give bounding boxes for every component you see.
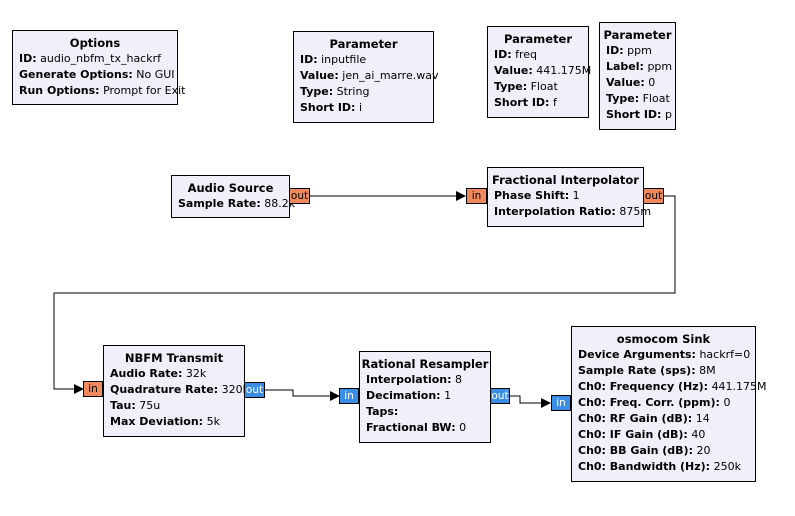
block-param-row: Interpolation Ratio: 875m (494, 205, 652, 218)
block-param-row: Taps: (366, 405, 399, 418)
block-param-row: Fractional BW: 0 (366, 421, 467, 434)
block-title: Parameter (329, 37, 398, 51)
fractional-interpolator-block[interactable]: Fractional Interpolator Phase Shift: 1 I… (487, 167, 652, 227)
wire-resampler-to-osmocom (510, 395, 551, 408)
wire-nbfm-to-resampler (265, 389, 340, 401)
osmocom-sink-block[interactable]: osmocom Sink Device Arguments: hackrf=0 … (571, 326, 767, 482)
nbfm-transmit-block[interactable]: NBFM Transmit Audio Rate: 32k Quadrature… (103, 345, 250, 437)
block-param-row: Audio Rate: 32k (110, 367, 207, 380)
block-param-row: Decimation: 1 (366, 389, 452, 402)
block-param-row: Type: Float (494, 80, 558, 93)
fractional-interpolator-out-port[interactable]: out (643, 188, 664, 204)
audio-source-out-port[interactable]: out (289, 188, 310, 204)
parameter-inputfile-block[interactable]: Parameter ID: inputfile Value: jen_ai_ma… (293, 31, 439, 123)
block-param-row: Type: String (300, 85, 370, 98)
block-title: Fractional Interpolator (492, 173, 639, 187)
block-param-row: Sample Rate: 88.2k (178, 197, 296, 210)
block-param-row: Value: 441.175M (494, 64, 592, 77)
block-param-row: Short ID: p (606, 108, 672, 121)
block-param-row: Device Arguments: hackrf=0 (578, 348, 751, 361)
block-title: Parameter (503, 32, 573, 46)
block-title: Parameter (603, 28, 672, 42)
block-title: NBFM Transmit (124, 351, 224, 365)
parameter-ppm-block[interactable]: Parameter ID: ppm Label: ppm Value: 0 Ty… (599, 22, 676, 130)
block-param-row: Quadrature Rate: 320k (110, 383, 250, 396)
block-param-row: Label: ppm (606, 60, 673, 73)
parameter-freq-block[interactable]: Parameter ID: freq Value: 441.175M Type:… (487, 26, 592, 118)
rational-resampler-in-port[interactable]: in (339, 388, 359, 404)
block-title: Options (69, 36, 121, 50)
block-title: Rational Resampler (361, 357, 489, 371)
block-param-row: ID: audio_nbfm_tx_hackrf (19, 52, 161, 65)
block-param-row: ID: inputfile (300, 53, 367, 66)
block-param-row: ID: freq (494, 48, 538, 61)
block-param-row: Ch0: IF Gain (dB): 40 (578, 428, 706, 441)
block-param-row: Max Deviation: 5k (110, 415, 220, 428)
block-param-row: Ch0: Bandwidth (Hz): 250k (578, 460, 741, 473)
block-param-row: Short ID: f (494, 96, 557, 109)
nbfm-transmit-out-port[interactable]: out (244, 382, 265, 398)
block-param-row: Sample Rate (sps): 8M (578, 364, 716, 377)
block-title: Audio Source (187, 181, 274, 195)
rational-resampler-out-port[interactable]: out (490, 388, 510, 404)
audio-source-block[interactable]: Audio Source Sample Rate: 88.2k (171, 175, 296, 218)
block-param-row: Phase Shift: 1 (494, 189, 580, 202)
nbfm-transmit-in-port[interactable]: in (83, 381, 103, 397)
block-param-row: Run Options: Prompt for Exit (19, 84, 186, 97)
block-title: osmocom Sink (616, 332, 711, 346)
block-param-row: Generate Options: No GUI (19, 68, 175, 81)
block-param-row: Ch0: BB Gain (dB): 20 (578, 444, 711, 457)
osmocom-sink-in-port[interactable]: in (551, 395, 571, 411)
block-param-row: Short ID: i (300, 101, 363, 114)
block-param-row: ID: ppm (606, 44, 652, 57)
block-param-row: Ch0: Frequency (Hz): 441.175M (578, 380, 767, 393)
block-param-row: Value: 0 (606, 76, 656, 89)
block-param-row: Value: jen_ai_marre.wav (300, 69, 439, 82)
block-param-row: Ch0: RF Gain (dB): 14 (578, 412, 710, 425)
block-param-row: Type: Float (606, 92, 670, 105)
wire-interp-to-nbfm (53, 195, 676, 394)
fractional-interpolator-in-port[interactable]: in (466, 188, 487, 204)
rational-resampler-block[interactable]: Rational Resampler Interpolation: 8 Deci… (359, 351, 491, 443)
block-param-row: Ch0: Freq. Corr. (ppm): 0 (578, 396, 731, 409)
block-param-row: Tau: 75u (110, 399, 161, 412)
block-param-row: Interpolation: 8 (366, 373, 463, 386)
options-block[interactable]: Options ID: audio_nbfm_tx_hackrf Generat… (12, 30, 186, 105)
